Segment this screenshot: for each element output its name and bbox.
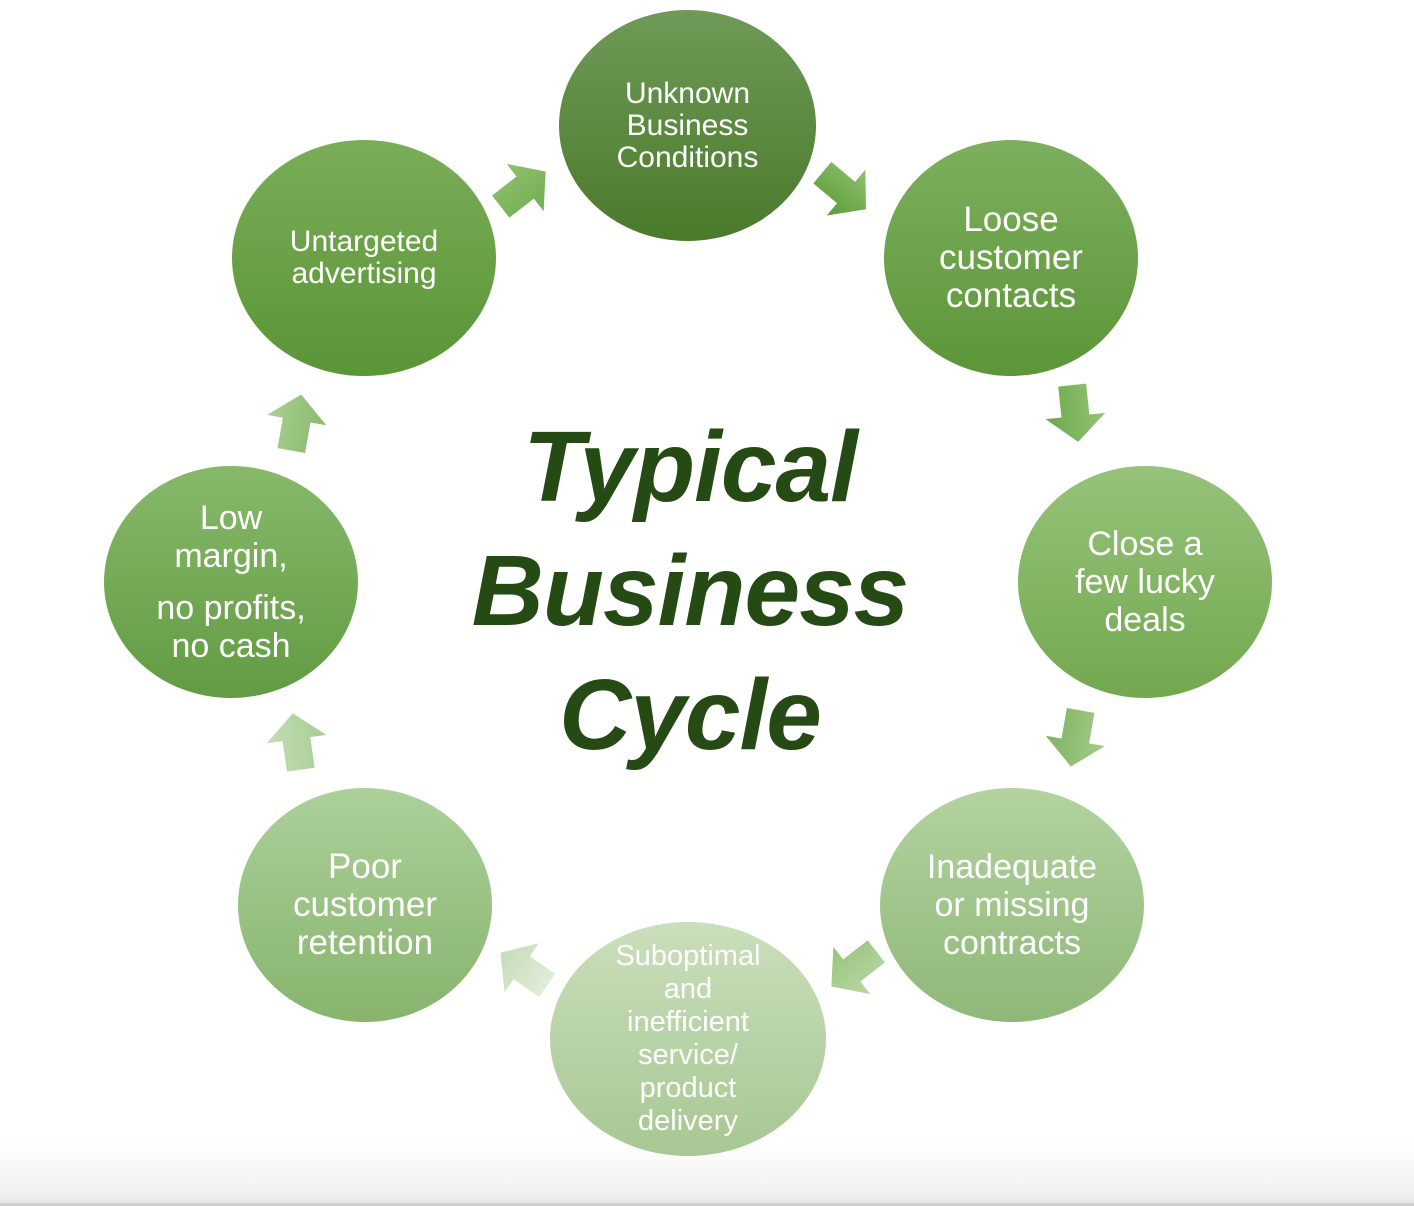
- node-suboptimal-delivery: Suboptimal and inefficient service/ prod…: [550, 922, 826, 1156]
- node-label: Untargeted advertising: [289, 225, 439, 290]
- node-label: Inadequate or missing contracts: [926, 848, 1098, 962]
- node-label: Low margin, no profits, no cash: [156, 499, 306, 665]
- arrow-5: [500, 943, 556, 997]
- arrow-3: [1045, 707, 1105, 767]
- arrow-1: [813, 161, 866, 216]
- node-untargeted-advertising: Untargeted advertising: [232, 140, 496, 376]
- node-low-margin: Low margin, no profits, no cash: [104, 466, 358, 698]
- node-inadequate-contracts: Inadequate or missing contracts: [880, 788, 1144, 1022]
- node-unknown-business-conditions: Unknown Business Conditions: [559, 10, 816, 241]
- bottom-edge-divider: [0, 1203, 1414, 1206]
- arrow-7: [267, 394, 327, 454]
- node-label: Poor customer retention: [293, 847, 437, 962]
- arrow-4: [831, 940, 885, 995]
- node-label: Close a few lucky deals: [1075, 525, 1215, 639]
- node-label: Loose customer contacts: [939, 200, 1083, 315]
- node-label: Unknown Business Conditions: [616, 76, 759, 174]
- node-close-lucky-deals: Close a few lucky deals: [1018, 466, 1272, 698]
- arrow-2: [1045, 383, 1106, 442]
- arrow-8: [492, 163, 546, 218]
- node-loose-customer-contacts: Loose customer contacts: [884, 140, 1138, 376]
- diagram-title: Typical Business Cycle: [471, 411, 910, 771]
- arrow-6: [266, 713, 327, 772]
- node-poor-retention: Poor customer retention: [238, 788, 492, 1022]
- node-label: Suboptimal and inefficient service/ prod…: [615, 940, 761, 1137]
